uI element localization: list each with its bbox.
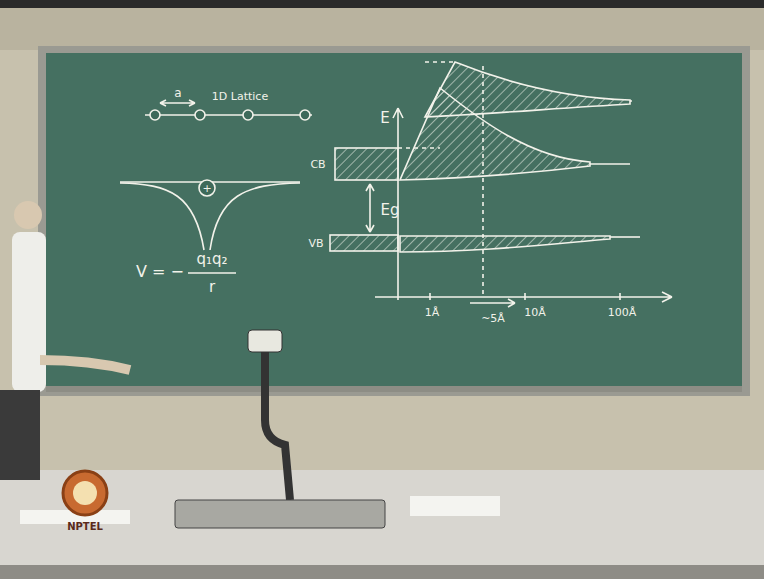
conduction-band [335,148,398,180]
camera [248,330,282,352]
conduction-band-spread [400,88,590,180]
axis-tick-label: 100Å [608,307,637,318]
small-arrow [470,299,515,307]
axis-tick-label: 10Å [524,307,546,318]
tick [429,293,431,300]
band-label: VB [308,238,323,249]
distance-axis [375,292,672,302]
ion-circle [199,180,215,196]
person-body [12,232,46,392]
lattice-atom [195,110,205,120]
cb-level [590,163,630,165]
tick [524,293,526,300]
logo-text: NPTEL [67,522,103,532]
lattice-atom [300,110,310,120]
valence-band-spread [400,236,610,252]
wall-top [0,0,764,50]
lattice-atom [150,110,160,120]
ion-charge: + [202,183,211,194]
band-edge-dash [425,61,455,63]
camera-stand [265,352,290,500]
potential-curve [120,183,204,250]
spacing-arrow [160,100,195,106]
potential-formula: V = − [136,264,184,280]
stand-base [175,500,385,528]
band-label: CB [310,159,325,170]
vb-level [610,236,640,238]
person-legs [0,390,40,480]
upper-level [630,100,632,102]
axis-tick-label: ~5Å [481,313,505,324]
board-smudge [46,53,742,387]
lattice-title: 1D Lattice [212,91,268,102]
gap-arrow [366,184,374,232]
person-head [14,201,42,229]
table-top [0,470,764,565]
lattice-atom [243,110,253,120]
fraction-bar [188,272,236,274]
valence-band [330,235,398,251]
axis-label: E [380,111,389,126]
gap-label: Eg [381,203,400,218]
board [46,53,742,387]
lattice-line [145,114,312,116]
board-frame [38,46,750,396]
tick [619,293,621,300]
top-edge [0,0,764,8]
axis-tick-label: 1Å [425,307,440,318]
paper [410,496,500,516]
potential-curve [210,183,300,250]
logo-ring [63,471,107,515]
person-arm [40,360,130,370]
formula-numerator: q₁q₂ [196,252,227,267]
table [0,470,764,579]
formula-denominator: r [209,280,215,295]
logo-core [73,481,97,505]
chalk-ledge [46,386,742,392]
spacing-label: a [174,87,181,99]
band-edge-dash [398,147,440,149]
